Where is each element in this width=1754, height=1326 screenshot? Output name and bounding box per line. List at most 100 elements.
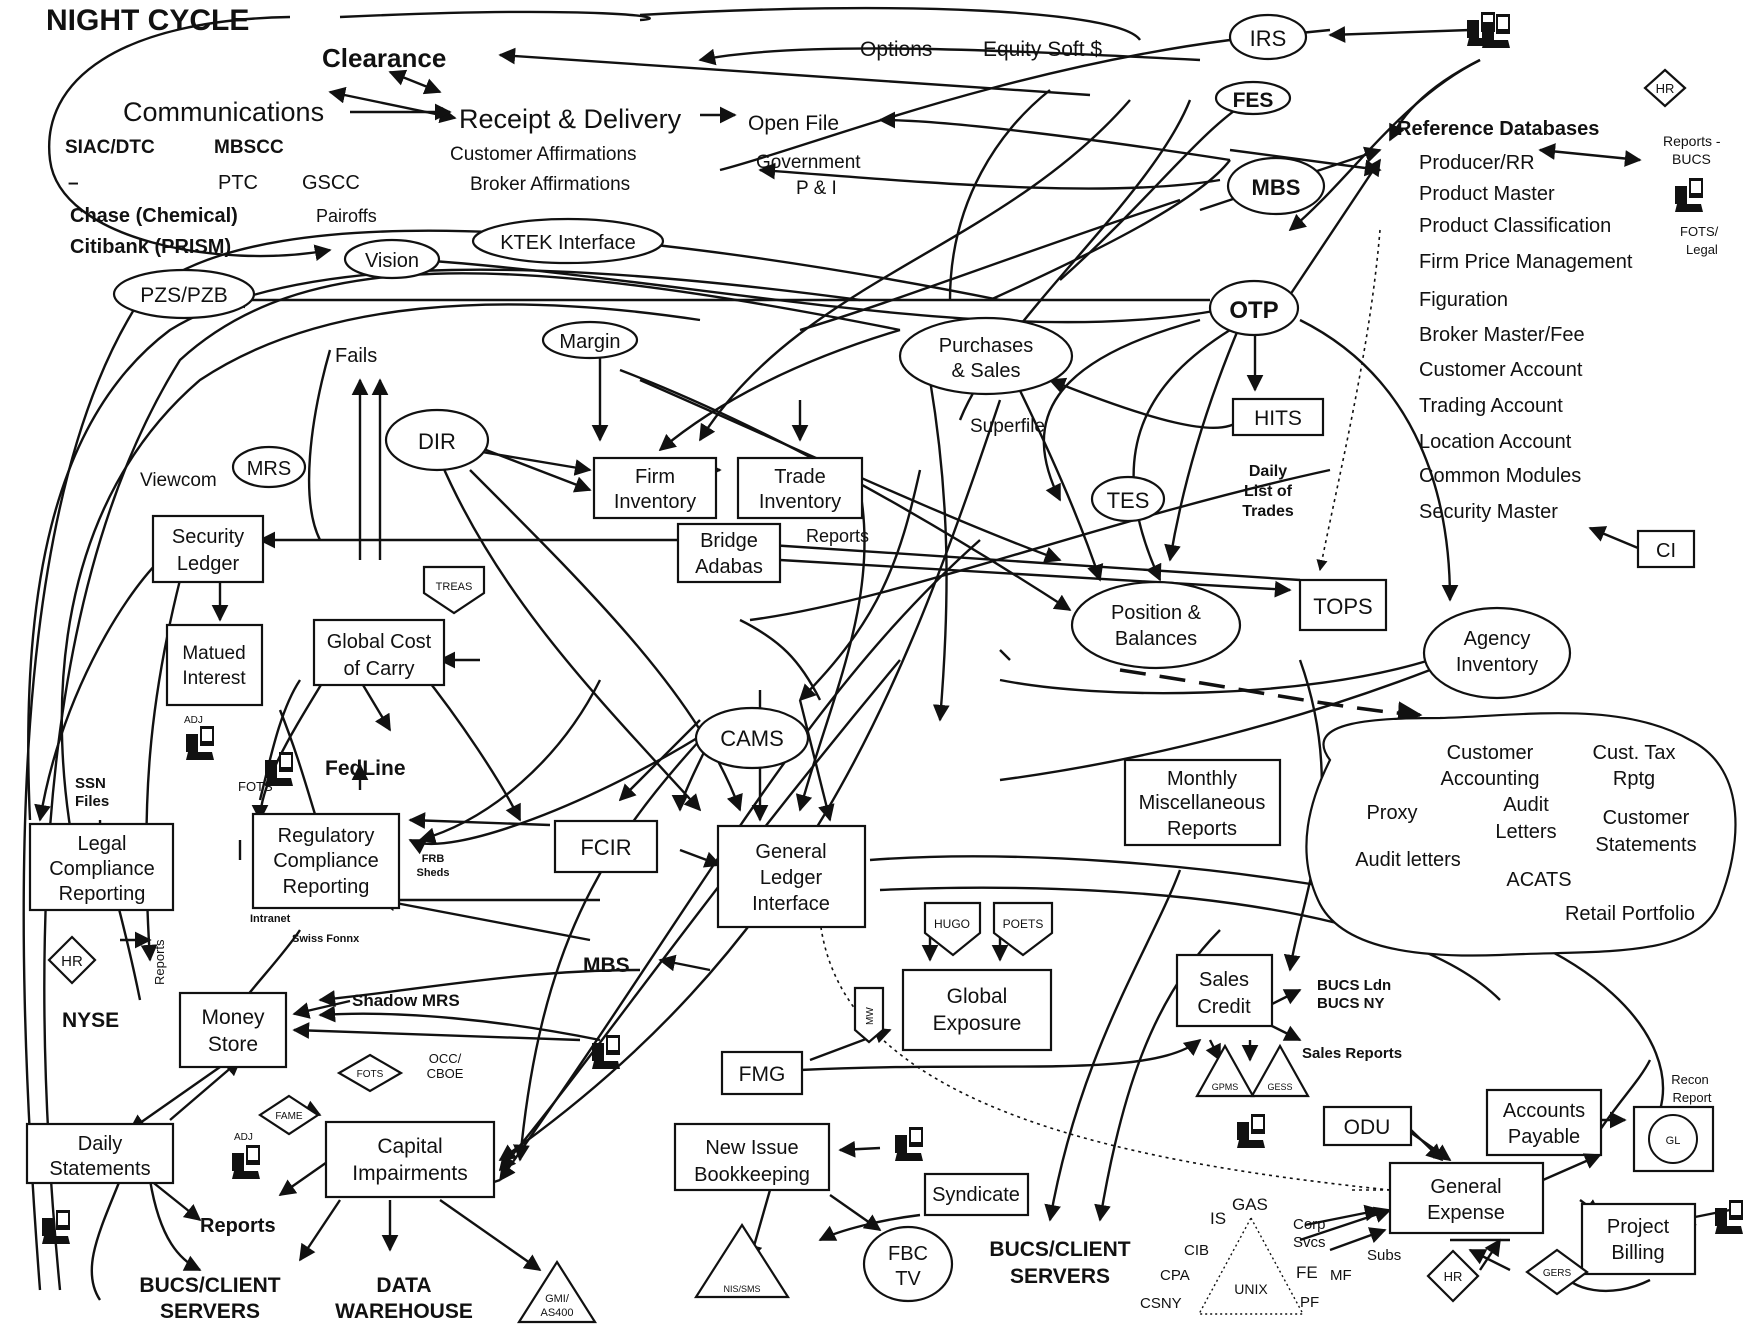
badge-hugo: HUGO bbox=[934, 917, 970, 931]
node-regulatory-3: Reporting bbox=[283, 876, 370, 898]
label-mbs-lower: MBS bbox=[583, 954, 630, 977]
ref-hr-diamond: HR bbox=[1656, 81, 1675, 96]
ref-item: Location Account bbox=[1419, 431, 1572, 453]
node-matured-1: Matued bbox=[182, 643, 245, 664]
cloud-item: Accounting bbox=[1441, 768, 1540, 790]
node-security-ledger-2: Ledger bbox=[177, 553, 240, 575]
label-frb-1: FRB bbox=[422, 853, 445, 865]
node-dir: DIR bbox=[418, 429, 456, 454]
node-hits: HITS bbox=[1254, 407, 1302, 430]
label-daily-list-3: Trades bbox=[1242, 503, 1294, 520]
node-gl: GL bbox=[1666, 1135, 1681, 1147]
cloud-item: Audit bbox=[1503, 794, 1549, 816]
label-data-warehouse-2: WAREHOUSE bbox=[335, 1300, 473, 1323]
label-bucs-ldn: BUCS Ldn bbox=[1317, 977, 1391, 994]
node-receipt-delivery: Receipt & Delivery bbox=[459, 104, 682, 134]
ref-header: Reference Databases bbox=[1397, 118, 1599, 140]
node-project-billing-1: Project bbox=[1607, 1216, 1670, 1238]
label-dash: – bbox=[68, 173, 79, 194]
node-legal-3: Reporting bbox=[59, 883, 146, 905]
node-regulatory-1: Regulatory bbox=[278, 825, 375, 847]
label-fedline: FedLine bbox=[325, 757, 406, 780]
node-matured-2: Interest bbox=[182, 668, 246, 689]
label-intranet: Intranet bbox=[250, 913, 291, 925]
label-daily-list-1: Daily bbox=[1249, 463, 1287, 480]
user-pc-icon bbox=[1715, 1200, 1743, 1234]
label-mbscc: MBSCC bbox=[214, 137, 284, 158]
node-bridge-1: Bridge bbox=[700, 530, 758, 552]
label-ssn-1: SSN bbox=[75, 775, 106, 792]
node-bridge-2: Adabas bbox=[695, 556, 763, 578]
ref-item: Producer/RR bbox=[1419, 152, 1535, 174]
label-subs: Subs bbox=[1367, 1247, 1401, 1264]
node-cams: CAMS bbox=[720, 726, 784, 751]
node-fbc-1: FBC bbox=[888, 1243, 928, 1265]
node-pzs: PZS/PZB bbox=[140, 284, 228, 307]
node-fes: FES bbox=[1233, 89, 1274, 112]
node-daily-1: Daily bbox=[78, 1133, 122, 1155]
label-bucs-client-mid-2: SERVERS bbox=[1010, 1265, 1110, 1288]
cloud-item: ACATS bbox=[1506, 869, 1571, 891]
node-broker-affirmations: Broker Affirmations bbox=[470, 174, 630, 195]
node-general-expense-2: Expense bbox=[1427, 1202, 1505, 1224]
ref-item: Figuration bbox=[1419, 289, 1508, 311]
label-pairoffs: Pairoffs bbox=[316, 206, 377, 226]
node-margin: Margin bbox=[559, 331, 620, 353]
ref-item: Security Master bbox=[1419, 501, 1558, 523]
label-citibank: Citibank (PRISM) bbox=[70, 236, 231, 258]
label-gscc: GSCC bbox=[302, 172, 360, 194]
node-position-1: Position & bbox=[1111, 602, 1202, 624]
label-occ-2: CBOE bbox=[427, 1066, 464, 1081]
node-ap-2: Payable bbox=[1508, 1126, 1580, 1148]
node-firm-inventory-2: Inventory bbox=[614, 491, 696, 513]
node-gl-interface-1: General bbox=[755, 841, 826, 863]
node-sales-credit-2: Credit bbox=[1197, 996, 1251, 1018]
node-ap-1: Accounts bbox=[1503, 1100, 1585, 1122]
node-daily-2: Statements bbox=[49, 1158, 150, 1180]
ref-item: Common Modules bbox=[1419, 465, 1581, 487]
label-viewcom: Viewcom bbox=[140, 470, 217, 491]
label-sales-reports: Sales Reports bbox=[1302, 1045, 1402, 1062]
node-ktek: KTEK Interface bbox=[500, 232, 636, 254]
node-gl-interface-2: Ledger bbox=[760, 867, 823, 889]
label-chase: Chase (Chemical) bbox=[70, 205, 238, 227]
cloud-item: Customer bbox=[1603, 807, 1690, 829]
user-pc-icon bbox=[186, 726, 214, 760]
node-position-2: Balances bbox=[1115, 628, 1197, 650]
label-daily-list-2: List of bbox=[1244, 483, 1293, 500]
label-reports-vertical: Reports bbox=[152, 939, 167, 985]
node-tops: TOPS bbox=[1313, 594, 1373, 619]
label-gas: GAS bbox=[1232, 1195, 1268, 1214]
node-global-cost-1: Global Cost bbox=[327, 631, 432, 653]
node-gl-interface-3: Interface bbox=[752, 893, 830, 915]
node-project-billing-2: Billing bbox=[1611, 1242, 1664, 1264]
user-pc-icon bbox=[42, 1210, 70, 1244]
node-options: Options bbox=[860, 38, 932, 61]
badge-gers: GERS bbox=[1543, 1268, 1572, 1279]
node-communications: Communications bbox=[123, 97, 324, 127]
node-regulatory-2: Compliance bbox=[273, 850, 379, 872]
label-ssn-2: Files bbox=[75, 793, 109, 810]
ref-item: Product Master bbox=[1419, 183, 1555, 205]
user-pc-icon bbox=[1675, 178, 1703, 212]
user-pc-icon bbox=[1237, 1114, 1265, 1148]
label-reports-lower: Reports bbox=[200, 1215, 276, 1237]
node-mrs: MRS bbox=[247, 458, 291, 480]
node-trade-inventory-2: Inventory bbox=[759, 491, 841, 513]
label-cib: CIB bbox=[1184, 1242, 1209, 1259]
node-equity-soft: Equity Soft $ bbox=[983, 38, 1102, 61]
diagram-title: NIGHT CYCLE bbox=[46, 4, 249, 37]
badge-fame: FAME bbox=[275, 1111, 303, 1122]
label-corp-2: Svcs bbox=[1293, 1234, 1326, 1251]
label-bucs-client-left-1: BUCS/CLIENT bbox=[139, 1274, 280, 1297]
badge-mw: MW bbox=[865, 1007, 876, 1025]
node-fmg: FMG bbox=[739, 1063, 786, 1086]
node-otp: OTP bbox=[1229, 297, 1278, 324]
badge-nissms: NIS/SMS bbox=[723, 1284, 760, 1294]
node-fbc-2: TV bbox=[895, 1268, 921, 1290]
ref-item: Product Classification bbox=[1419, 215, 1611, 237]
node-monthly-3: Reports bbox=[1167, 818, 1237, 840]
label-csny: CSNY bbox=[1140, 1295, 1182, 1312]
node-fcir: FCIR bbox=[580, 835, 631, 860]
label-mf: MF bbox=[1330, 1267, 1352, 1284]
